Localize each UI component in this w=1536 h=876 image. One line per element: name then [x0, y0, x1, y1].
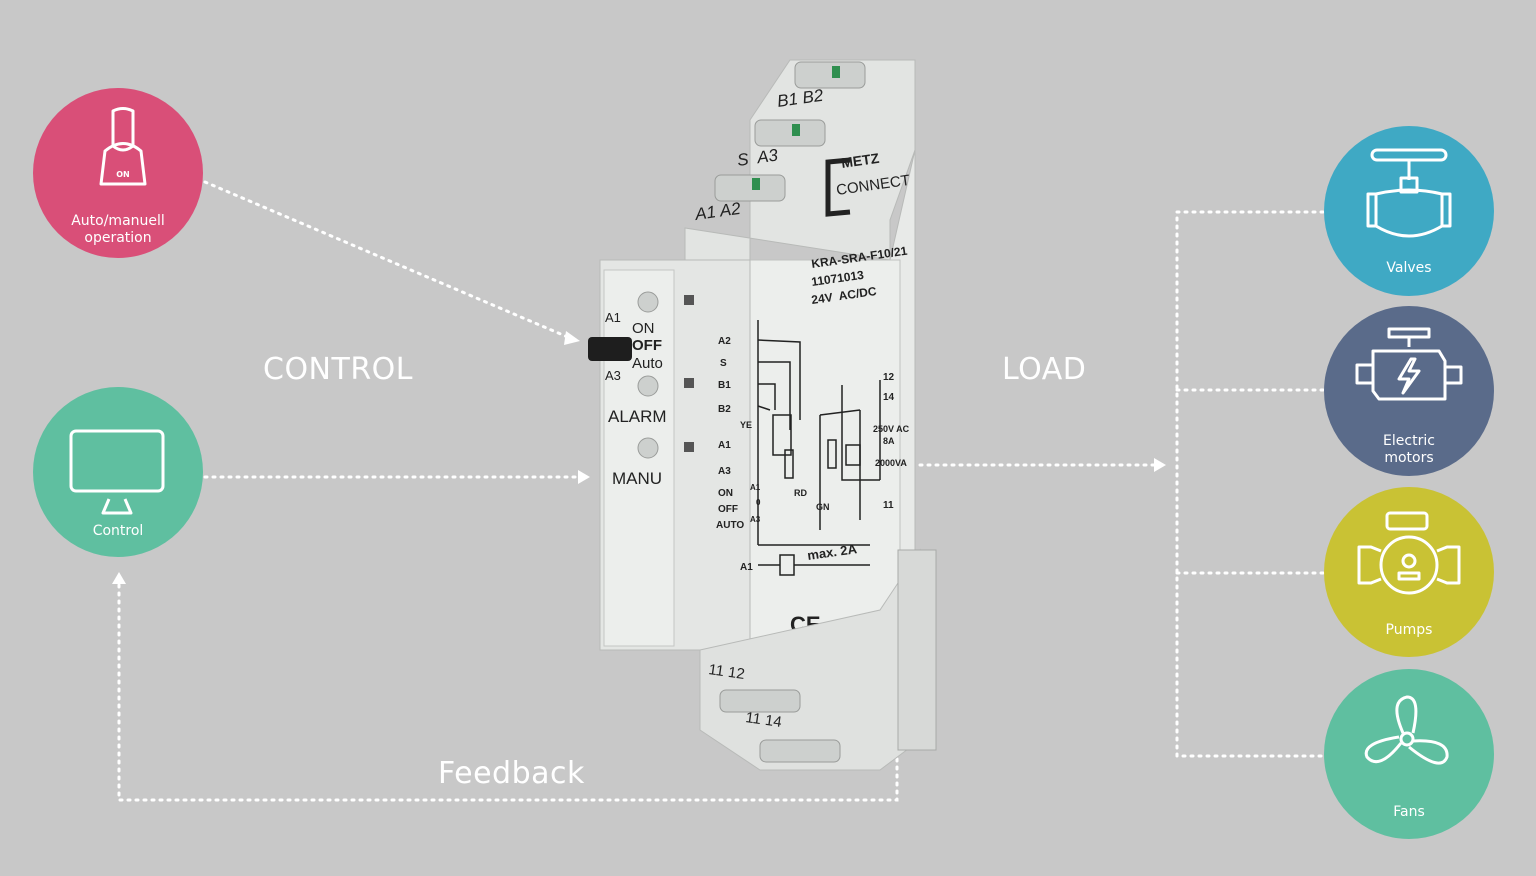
switch-label-auto: Auto — [632, 355, 663, 372]
mode-switch-knob[interactable] — [588, 337, 632, 361]
load-label: LOAD — [1002, 352, 1087, 387]
device-bottom-body — [699, 548, 921, 771]
fans-label: Fans — [1393, 804, 1425, 820]
sch-b1: B1 — [718, 380, 731, 391]
led-label-manu: MANU — [612, 469, 662, 488]
toggle-switch-icon: ON — [99, 107, 147, 186]
switch-label-on: ON — [632, 320, 655, 337]
relay-device: B1 B2 S A3 A1 A2 METZ CONNECT KRA-SRA-F1… — [588, 59, 937, 771]
auto-manual-label-2: operation — [84, 230, 152, 246]
sch-rating-1: 250V AC — [873, 424, 910, 434]
arrow-feedback — [112, 572, 126, 584]
sch-mode-auto: AUTO — [716, 520, 744, 531]
sch-b2: B2 — [718, 404, 731, 415]
terminal-label-1112: 11 12 — [707, 661, 745, 683]
load-bus-line — [1175, 210, 1325, 758]
control-label: CONTROL — [263, 352, 413, 387]
arrow-control — [578, 470, 590, 484]
sch-fuse-a1: A1 — [740, 562, 753, 573]
led-label-alarm: ALARM — [608, 407, 667, 426]
brand-logo-bracket — [825, 157, 851, 217]
arrow-auto-manual — [564, 331, 580, 345]
sch-gn: GN — [816, 502, 830, 512]
valve-icon — [1366, 148, 1452, 238]
sch-small-a1: A1 — [750, 483, 761, 492]
terminal-label-1114: 11 14 — [744, 709, 782, 731]
monitor-icon — [69, 429, 165, 515]
terminal-screw-3 — [752, 178, 760, 190]
terminal-screw-2 — [792, 124, 800, 136]
fan-icon — [1364, 695, 1449, 765]
sch-rating-3: 2000VA — [875, 458, 907, 468]
auto-manual-connector — [203, 180, 572, 340]
sch-rd: RD — [794, 488, 807, 498]
switch-label-a3: A3 — [605, 368, 621, 383]
sch-s: S — [720, 358, 727, 369]
sch-mode-off: OFF — [718, 504, 738, 515]
brand-metz: METZ — [840, 150, 880, 171]
sch-mode-on: ON — [718, 488, 733, 499]
led-top — [637, 291, 659, 313]
toggle-on-text: ON — [116, 170, 130, 179]
control-circle-label: Control — [92, 523, 144, 539]
sch-a3: A3 — [718, 466, 731, 477]
auto-manual-label-1: Auto/manuell — [71, 213, 165, 229]
sch-ye: YE — [740, 420, 752, 430]
sch-14: 14 — [883, 392, 895, 403]
arrow-load — [1154, 458, 1166, 472]
sch-12: 12 — [883, 372, 895, 383]
led-manu — [637, 437, 659, 459]
feedback-label: Feedback — [438, 756, 585, 791]
sch-small-0: 0 — [756, 498, 761, 507]
auto-manual-circle: ON Auto/manuell operation — [33, 88, 203, 258]
side-slots — [684, 295, 694, 452]
switch-label-a1: A1 — [605, 310, 621, 325]
valves-circle: Valves — [1324, 126, 1494, 296]
valves-label: Valves — [1386, 260, 1432, 276]
sch-small-a3: A3 — [750, 515, 761, 524]
pumps-circle: Pumps — [1324, 487, 1494, 657]
din-rail-clip — [897, 549, 937, 751]
bottom-terminal-blocks — [719, 689, 841, 763]
device-face — [749, 259, 901, 651]
feedback-connector — [117, 583, 899, 802]
sch-rating-2: 8A — [883, 436, 895, 446]
terminal-label-a1a2: A1 A2 — [693, 199, 742, 224]
terminal-screw-1 — [832, 66, 840, 78]
top-terminal-blocks — [714, 61, 866, 202]
fans-circle: Fans — [1324, 669, 1494, 839]
pump-icon — [1357, 511, 1461, 595]
motors-label-1: Electric — [1383, 433, 1435, 449]
sch-11: 11 — [883, 500, 894, 511]
motors-circle: Electric motors — [1324, 306, 1494, 476]
sch-a2: A2 — [718, 336, 731, 347]
pumps-label: Pumps — [1385, 622, 1433, 638]
switch-module-face — [603, 269, 675, 647]
control-circle: Control — [33, 387, 203, 557]
sch-fuse-label: max. 2A — [806, 541, 858, 563]
switch-label-off: OFF — [632, 337, 662, 354]
led-alarm — [637, 375, 659, 397]
motors-label-2: motors — [1384, 450, 1434, 466]
motor-icon — [1355, 327, 1463, 401]
schematic-diagram — [757, 320, 881, 576]
sch-a1: A1 — [718, 440, 731, 451]
